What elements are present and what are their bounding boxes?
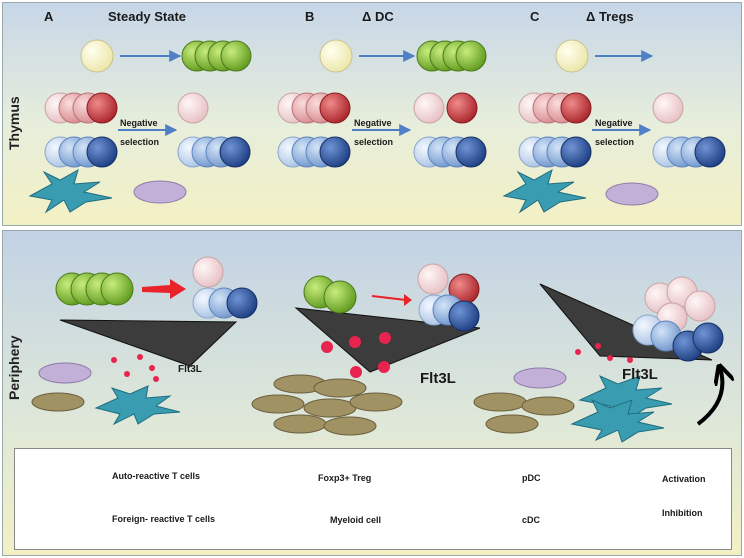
panel-c-letter: C — [530, 9, 540, 24]
thymus-a-row2 — [44, 92, 251, 168]
panel-b-letter: B — [305, 9, 315, 24]
auto-reactive-t-cell — [86, 92, 118, 124]
foreign-reactive-t-cell — [448, 300, 480, 332]
myeloid-cell — [303, 398, 357, 418]
auto-reactive-t-cell — [319, 92, 351, 124]
treg-cell — [100, 272, 134, 306]
thymus-c-row2 — [518, 92, 726, 168]
foreign-reactive-t-cell — [692, 322, 724, 354]
cdc-cell — [502, 168, 587, 214]
foreign-reactive-t-cell — [226, 287, 258, 319]
cdc-cell — [94, 385, 181, 426]
legend-inhibition-label: Inhibition — [662, 508, 703, 518]
auto-reactive-t-cell — [652, 92, 684, 124]
myeloid-cell — [31, 392, 85, 412]
legend-foreign-reactive-label: Foreign- reactive T cells — [112, 514, 216, 524]
periphery-b — [251, 263, 481, 436]
myeloid-cell — [313, 378, 367, 398]
negative-selection-c: Negative selection — [595, 118, 635, 147]
auto-reactive-t-cell — [446, 92, 478, 124]
pdc-cell — [513, 367, 567, 389]
naive-t-cell — [555, 39, 589, 73]
legend-auto-reactive-label: Auto-reactive T cells — [112, 471, 201, 481]
panel-a-letter: A — [44, 9, 54, 24]
legend-cdc-label: cDC — [522, 515, 541, 525]
flt3l-wedge — [59, 319, 238, 367]
panel-b-title: Δ DC — [362, 9, 394, 24]
thymus-a-dcs — [28, 168, 187, 214]
myeloid-cell — [473, 392, 527, 412]
cdc-cell — [28, 168, 113, 214]
legend — [14, 448, 732, 550]
auto-reactive-t-cell — [417, 263, 449, 295]
myeloid-cell — [251, 394, 305, 414]
naive-t-cell — [80, 39, 114, 73]
treg-cell — [220, 40, 252, 72]
thymus-c-dcs — [502, 168, 659, 214]
legend-activation-label: Activation — [662, 474, 706, 484]
myeloid-cell — [485, 414, 539, 434]
inhibition-arrow — [142, 279, 186, 299]
panel-c-title: Δ Tregs — [586, 9, 634, 24]
thymus-label: Thymus — [6, 96, 22, 150]
negative-selection-b: Negative selection — [354, 118, 394, 147]
negative-selection-a: Negative selection — [120, 118, 160, 147]
periphery-c — [473, 276, 724, 443]
foreign-reactive-t-cell — [319, 136, 351, 168]
cdc-cell — [570, 398, 665, 443]
foreign-reactive-t-cell — [694, 136, 726, 168]
pdc-cell — [133, 180, 187, 204]
treg-cell — [323, 280, 357, 314]
thymus-b-row1 — [319, 39, 487, 73]
myeloid-cell — [349, 392, 403, 412]
panel-a-title: Steady State — [108, 9, 187, 24]
myeloid-cell — [273, 414, 327, 434]
pdc-cell — [605, 182, 659, 206]
myeloid-cell — [323, 416, 377, 436]
flt3l-label-a: Flt3L — [178, 364, 202, 375]
legend-treg-label: Foxp3+ Treg — [318, 473, 372, 483]
thymus-a-row1 — [80, 39, 252, 73]
pdc-cell — [38, 362, 92, 384]
auto-reactive-t-cell — [192, 256, 224, 288]
periphery-a — [31, 256, 258, 426]
naive-t-cell — [319, 39, 353, 73]
thymus-b-row2 — [277, 92, 487, 168]
auto-reactive-t-cell — [560, 92, 592, 124]
flt3l-label-b: Flt3L — [420, 370, 456, 387]
flt3l-label-c: Flt3L — [622, 366, 658, 383]
auto-reactive-t-cell — [413, 92, 445, 124]
foreign-reactive-t-cell — [86, 136, 118, 168]
auto-reactive-t-cell — [177, 92, 209, 124]
myeloid-cell — [521, 396, 575, 416]
legend-pdc-label: pDC — [522, 473, 541, 483]
foreign-reactive-t-cell — [560, 136, 592, 168]
legend-myeloid-label: Myeloid cell — [330, 515, 382, 525]
foreign-reactive-t-cell — [219, 136, 251, 168]
inhibition-arrow — [371, 295, 407, 301]
periphery-label: Periphery — [6, 335, 22, 400]
thymus-c-row1 — [555, 39, 654, 73]
foreign-reactive-t-cell — [455, 136, 487, 168]
activation-arrow — [696, 368, 722, 426]
treg-cell — [455, 40, 487, 72]
auto-reactive-t-cell — [684, 290, 716, 322]
